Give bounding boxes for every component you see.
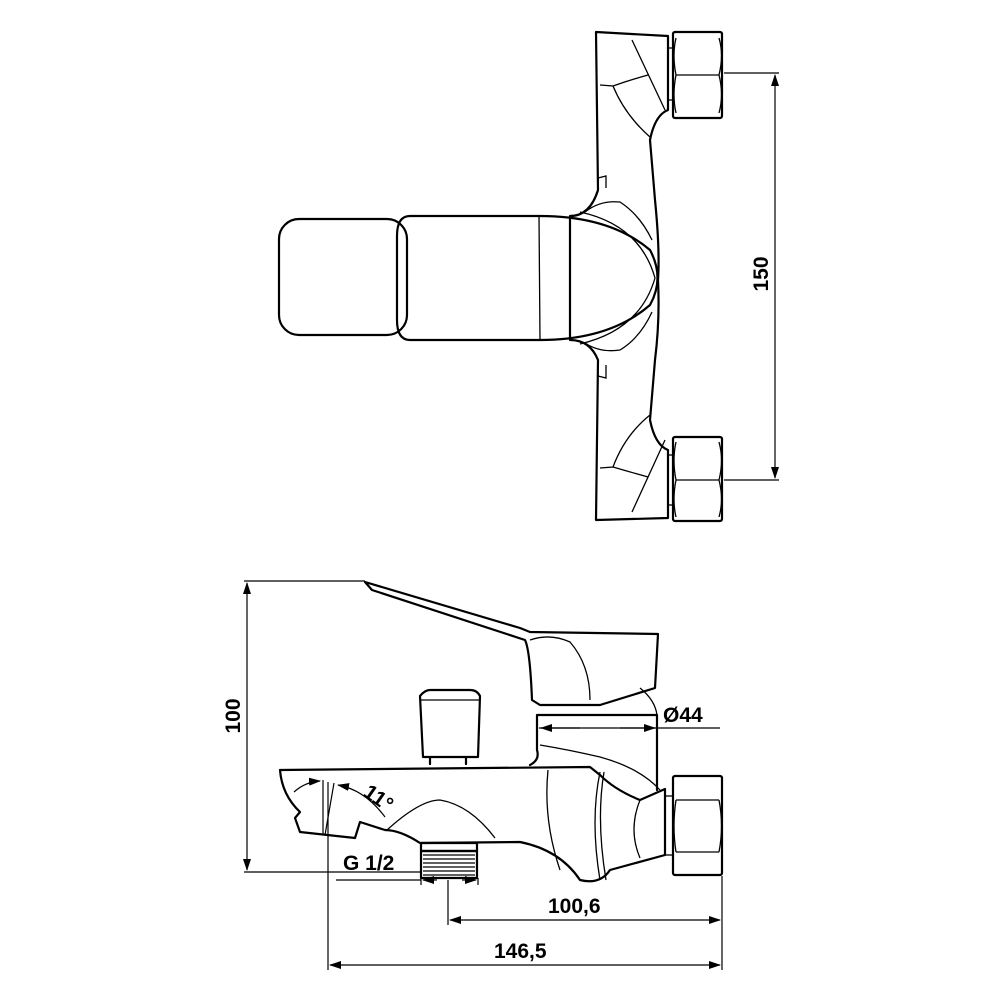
- spout-outlet: [386, 799, 496, 839]
- diverter-knob: [418, 688, 482, 766]
- nut-side: [665, 774, 724, 877]
- mounting-plate: [568, 30, 670, 522]
- thread-label: G 1/2: [343, 852, 394, 875]
- dimension-100-label: 100: [222, 698, 245, 733]
- lever-inner: [529, 636, 591, 701]
- angle-11-label: 11°: [359, 780, 397, 816]
- handle-inner-dome: [579, 211, 656, 345]
- plate-contour-top: [599, 39, 666, 138]
- collar-top: [584, 175, 653, 241]
- body-collar: [528, 713, 659, 792]
- dimension-100-6-label: 100,6: [548, 895, 601, 918]
- collar-bottom: [584, 311, 653, 379]
- dimension-146-5-label: 146,5: [494, 940, 547, 963]
- dimension-100-6: 100,6: [447, 876, 723, 970]
- lever: [363, 580, 660, 707]
- handle-body: [395, 214, 659, 342]
- handle-end: [277, 217, 409, 337]
- side-view: 11° 100 Ø44 G 1/2: [222, 580, 724, 970]
- dimension-100: 100: [222, 580, 420, 873]
- diameter-44-label: Ø44: [663, 704, 703, 727]
- nut-top: [668, 30, 724, 120]
- plate-contour-bottom: [599, 414, 666, 513]
- dimension-thread: G 1/2: [336, 852, 479, 885]
- dimension-150: 150: [724, 72, 779, 481]
- spout: [278, 765, 667, 883]
- dimension-150-label: 150: [750, 256, 773, 291]
- top-view: 150: [277, 30, 779, 523]
- nut-bottom: [668, 435, 724, 523]
- dimension-146-5: 146,5: [327, 782, 721, 970]
- dimension-diameter-44: Ø44: [539, 704, 720, 732]
- thread-connector: [419, 841, 479, 880]
- handle-seam: [538, 215, 541, 341]
- dimension-angle-11: 11°: [293, 777, 397, 836]
